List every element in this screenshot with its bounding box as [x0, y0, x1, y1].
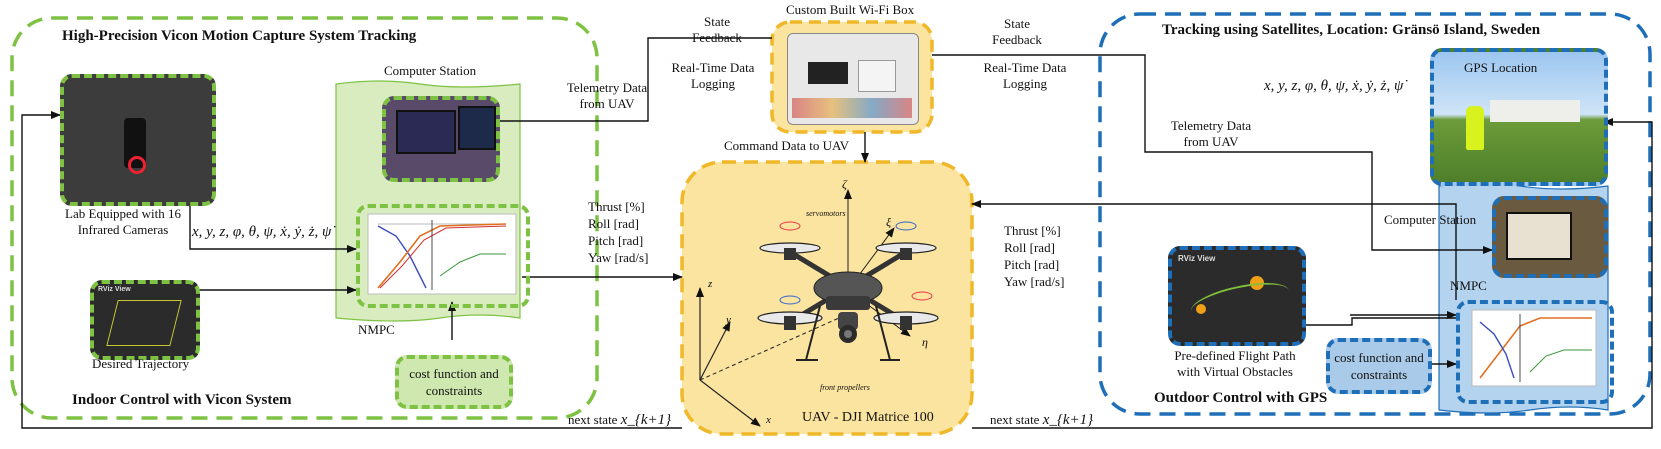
arrow-telemetry-left	[483, 37, 772, 125]
realtime-left-label: Real-Time Data Logging	[671, 60, 755, 91]
next-state-right-symbol: x_{k+1}	[1042, 412, 1094, 428]
front-propellers-label: front propellers	[820, 383, 870, 392]
left-cost-function-box: cost function and constraints	[395, 355, 513, 409]
right-monitor-icon	[1506, 212, 1572, 260]
desired-trajectory-label: Desired Trajectory	[92, 356, 190, 371]
right-rviz-tile: RViz View	[1168, 246, 1306, 346]
trajectory-cube-icon	[106, 300, 182, 346]
command-data-label: Command Data to UAV	[724, 138, 850, 153]
camera-led-icon	[128, 156, 146, 174]
left-title-bottom: Indoor Control with Vicon System	[72, 392, 292, 408]
drone-xi-label: ξ	[886, 215, 892, 229]
vicon-camera-icon	[124, 118, 146, 168]
servomotors-label: servomotors	[806, 209, 846, 218]
right-nmpc-label: NMPC	[1450, 278, 1487, 293]
control-left-3: Yaw [rad/s]	[588, 250, 649, 265]
control-left-2: Pitch [rad]	[588, 233, 644, 248]
next-state-right-text: next state	[990, 412, 1040, 427]
next-state-left: next state x_{k+1}	[568, 412, 671, 428]
arrow-control-right	[971, 200, 1457, 300]
right-title-top: Tracking using Satellites, Location: Grä…	[1162, 22, 1541, 38]
control-right-2: Pitch [rad]	[1004, 257, 1060, 272]
left-nmpc-label: NMPC	[358, 322, 395, 337]
obstacle-icon-2	[1196, 304, 1206, 314]
telemetry-left-label: Telemetry Data from UAV	[566, 80, 648, 111]
right-computer-tile	[1492, 196, 1608, 278]
arrow-loop-right	[972, 118, 1653, 429]
wifi-box-photo	[787, 33, 919, 125]
axis-z-label: z	[708, 278, 713, 290]
monitor-screen-icon	[458, 106, 496, 150]
right-rviz-label: RViz View	[1178, 254, 1216, 263]
right-cost-function-label: cost function and constraints	[1334, 350, 1424, 382]
left-cost-function-label: cost function and constraints	[409, 366, 499, 398]
nmpc-plot-left	[367, 213, 517, 295]
realtime-right-label: Real-Time Data Logging	[983, 60, 1067, 91]
right-cost-function-box: cost function and constraints	[1326, 338, 1432, 394]
wiring-icon	[792, 98, 912, 118]
right-telemetry-label: Telemetry Data from UAV	[1170, 118, 1252, 149]
control-left-0: Thrust [%]	[588, 199, 645, 214]
axis-x-label: x	[766, 414, 771, 426]
next-state-left-symbol: x_{k+1}	[620, 412, 672, 428]
next-state-left-text: next state	[568, 412, 618, 427]
state-feedback-left-label: State Feedback	[692, 14, 742, 45]
left-state-vector: x, y, z, φ, θ, ψ, ẋ, ẏ, ż, ψ̇	[192, 224, 332, 240]
control-right-0: Thrust [%]	[1004, 223, 1061, 238]
lab-caption: Lab Equipped with 16 Infrared Cameras	[65, 206, 181, 237]
indoor-region	[10, 16, 599, 420]
laptop-screen-icon	[396, 110, 456, 154]
obstacle-icon-1	[1250, 276, 1264, 290]
wifi-box-label: Custom Built Wi-Fi Box	[786, 2, 915, 17]
left-computer-tile	[382, 96, 500, 182]
next-state-right: next state x_{k+1}	[990, 412, 1093, 428]
operator-icon	[1466, 106, 1484, 150]
router-icon	[858, 60, 896, 92]
left-title-top: High-Precision Vicon Motion Capture Syst…	[62, 28, 417, 44]
arrow-telemetry-right	[932, 54, 1493, 254]
controls-left-list: Thrust [%] Roll [rad] Pitch [rad] Yaw [r…	[588, 198, 648, 266]
arrow-flightpath	[1302, 317, 1456, 326]
lab-camera-tile	[60, 74, 216, 206]
right-nmpc-frame	[1456, 300, 1614, 404]
flight-path-icon	[1187, 275, 1293, 327]
drone-illustration	[696, 189, 939, 427]
control-right-1: Roll [rad]	[1004, 240, 1055, 255]
state-feedback-right-label: State Feedback	[992, 16, 1042, 47]
gps-photo-tile	[1430, 48, 1608, 186]
left-rviz-label: RViz View	[98, 286, 131, 293]
flight-path-label: Pre-defined Flight Path with Virtual Obs…	[1174, 348, 1296, 379]
control-right-3: Yaw [rad/s]	[1004, 274, 1065, 289]
uav-label: UAV - DJI Matrice 100	[802, 410, 934, 425]
gps-location-label: GPS Location	[1464, 60, 1538, 75]
right-state-vector: x, y, z, φ, θ, ψ, ẋ, ẏ, ż, ψ̇	[1264, 78, 1404, 94]
control-left-1: Roll [rad]	[588, 216, 639, 231]
controls-right-list: Thrust [%] Roll [rad] Pitch [rad] Yaw [r…	[1004, 222, 1064, 290]
drone-zeta-label: ζ	[842, 177, 847, 191]
right-computer-station-label: Computer Station	[1384, 212, 1477, 227]
axis-y-label: y	[726, 314, 731, 326]
left-rviz-tile: RViz View	[90, 280, 200, 360]
drone-eta-label: η	[922, 335, 928, 349]
outdoor-region	[1098, 12, 1652, 416]
left-nmpc-frame	[356, 204, 530, 308]
right-title-bottom: Outdoor Control with GPS	[1154, 390, 1328, 406]
nmpc-plot-right	[1471, 309, 1597, 387]
building-icon	[1490, 100, 1580, 122]
left-computer-station-label: Computer Station	[384, 63, 477, 78]
battery-icon	[808, 62, 848, 84]
arrow-loop-left	[21, 111, 682, 429]
